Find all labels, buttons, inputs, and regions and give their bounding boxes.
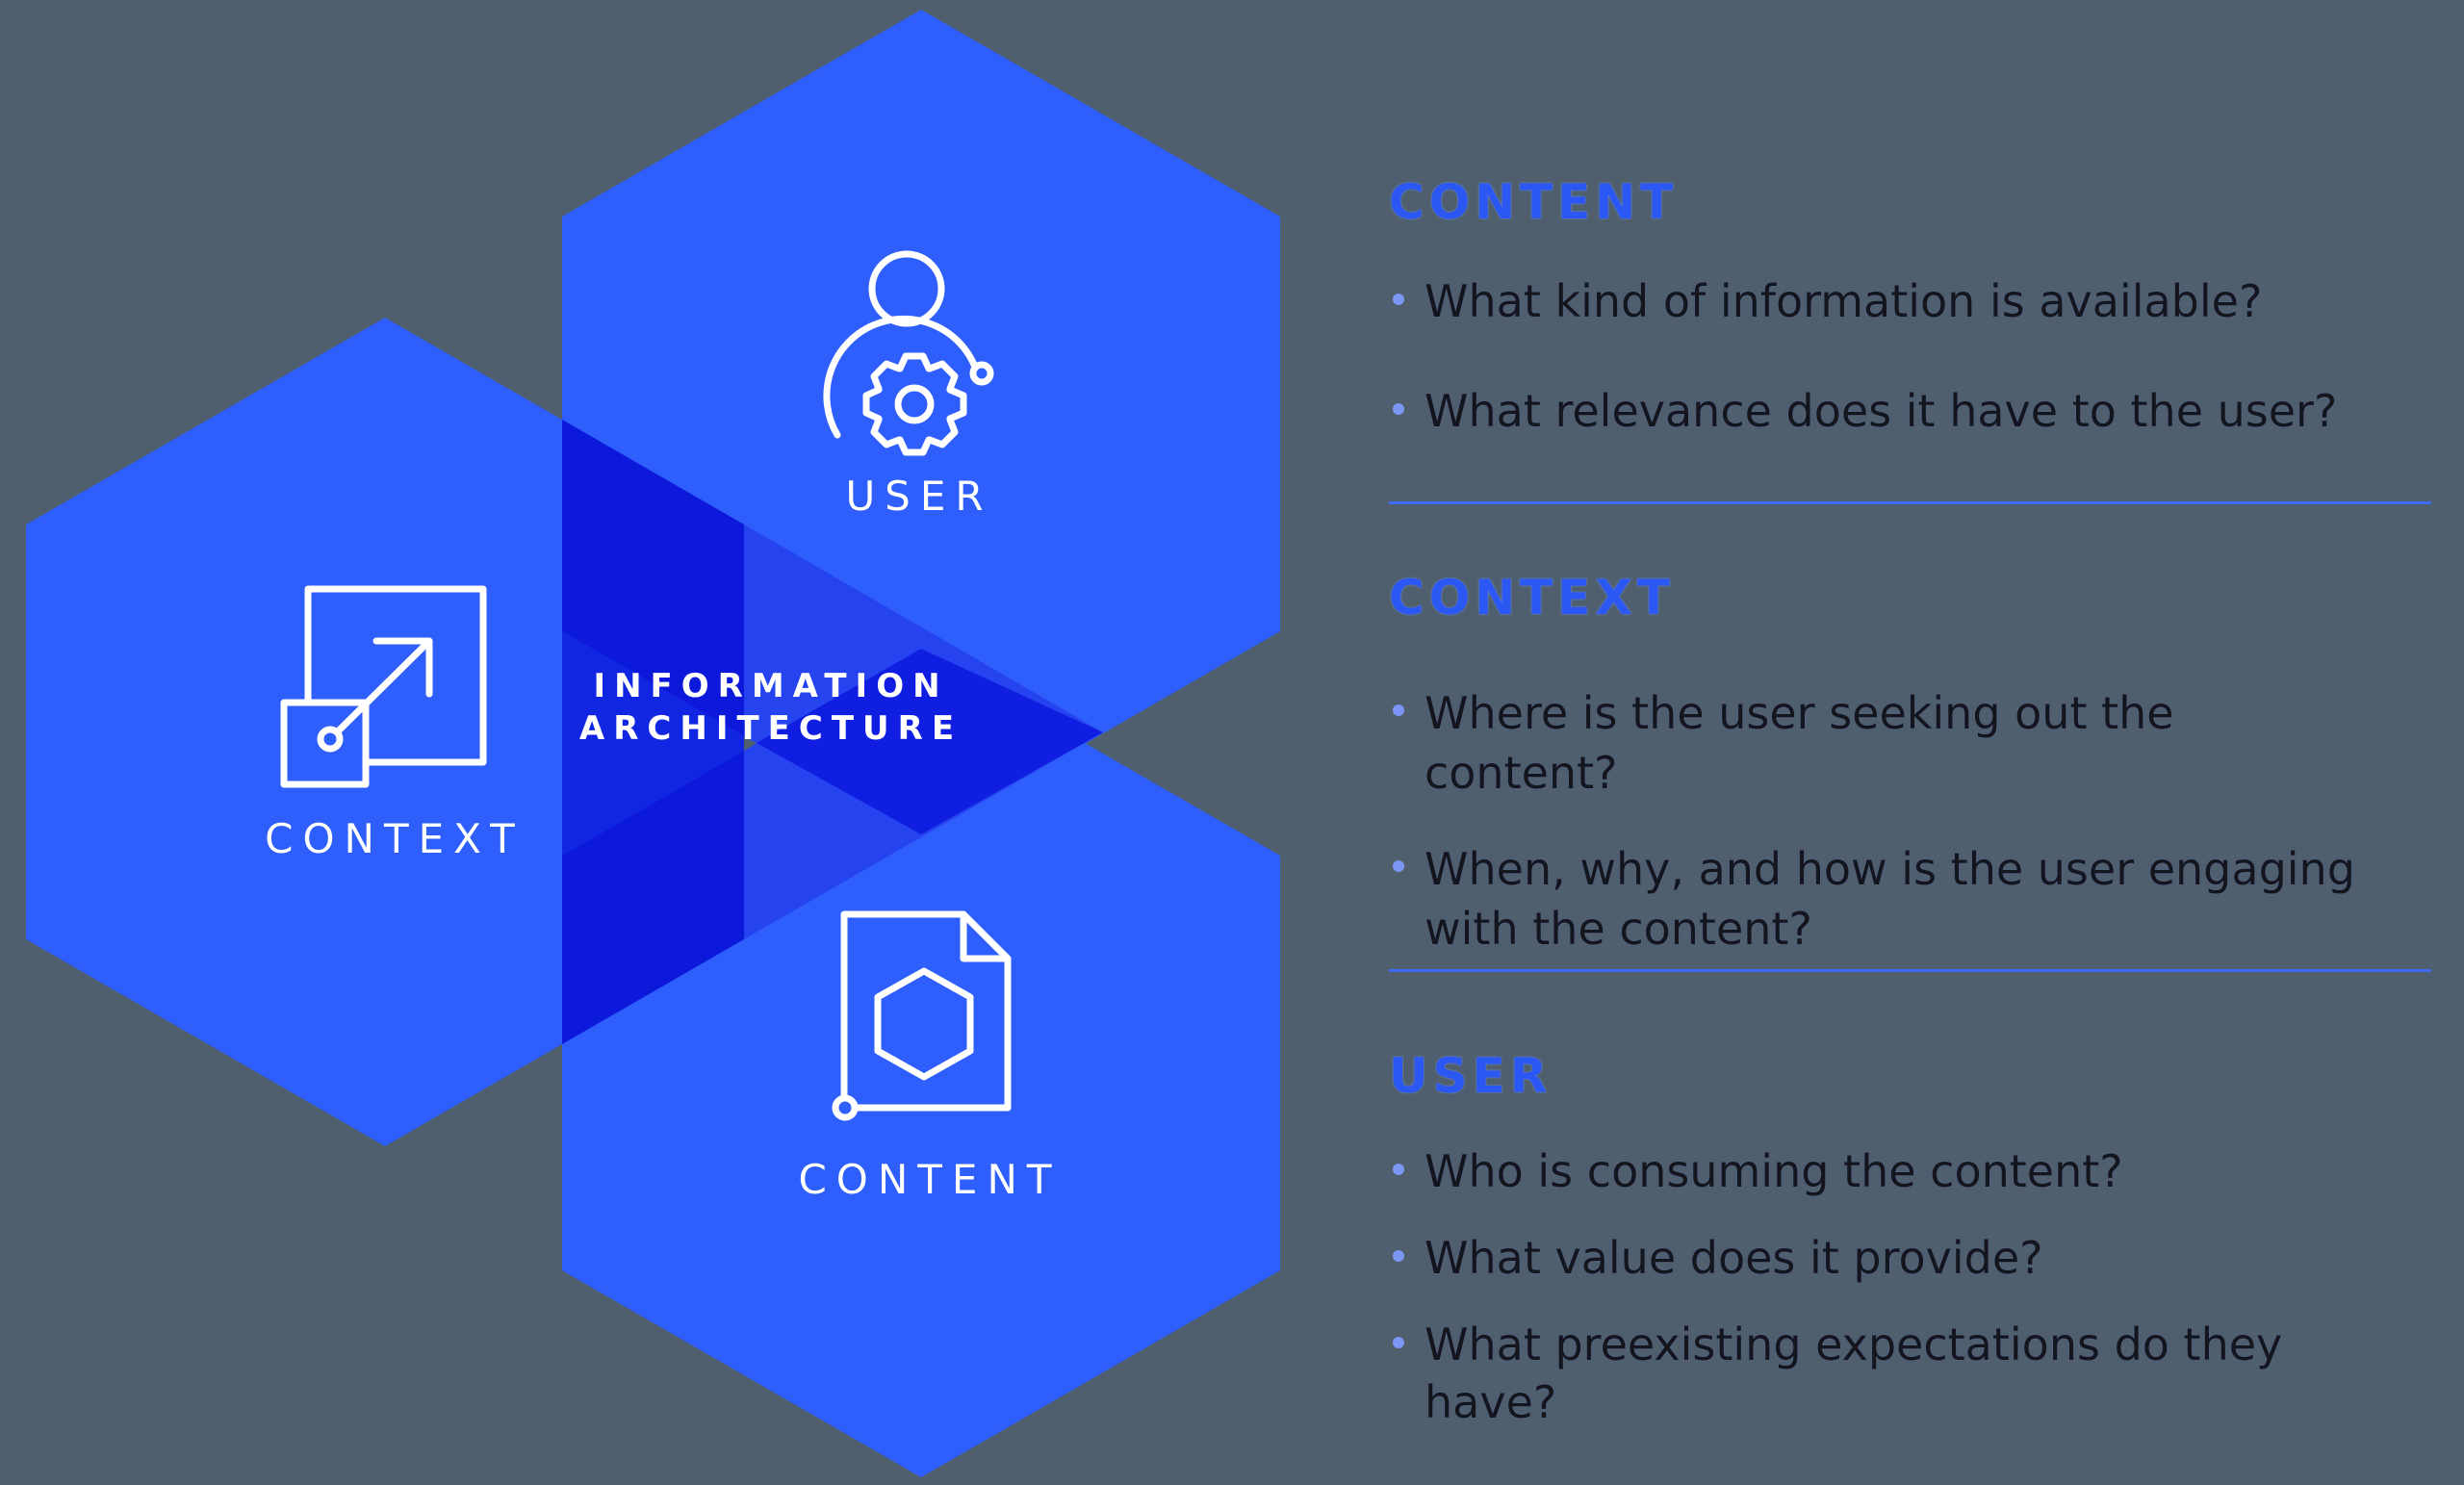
list-item: What kind of information is available? (1389, 272, 2368, 330)
bullet-dot-icon (1393, 1164, 1404, 1175)
bullet-dot-icon (1393, 294, 1404, 305)
list-item: Where is the user seeking out the conten… (1389, 683, 2368, 803)
list-item-text: What kind of information is available? (1424, 275, 2263, 327)
list-item-text: What preexisting expectations do they ha… (1424, 1319, 2283, 1428)
facet-user-context-overlap (562, 420, 744, 736)
hexagon-user-label: USER (845, 473, 992, 520)
facet-context-band (562, 631, 744, 856)
facet-user-triangle (744, 525, 1103, 743)
list-item-text: What value does it provide? (1424, 1232, 2043, 1284)
expand-arrow-icon (280, 585, 487, 788)
section-context-heading: CONTEXT (1389, 570, 1675, 626)
list-item: What preexisting expectations do they ha… (1389, 1316, 2368, 1431)
hexagon-content-label: CONTENT (798, 1156, 1061, 1203)
list-item-text: When, why, and how is the user engaging … (1424, 843, 2355, 955)
facet-context-content-overlap (562, 751, 744, 1044)
document-icon (832, 910, 1012, 1121)
list-item-text: Who is consuming the content? (1424, 1145, 2123, 1197)
list-item: What value does it provide? (1389, 1229, 2368, 1287)
facet-user-content-overlap (757, 649, 1103, 834)
list-item: What relevance does it have to the user? (1389, 382, 2368, 440)
section-context: CONTEXT Where is the user seeking out th… (1389, 570, 2431, 995)
section-user-heading: USER (1389, 1048, 1553, 1104)
user-gear-icon (823, 250, 994, 456)
list-item-text: Where is the user seeking out the conten… (1424, 687, 2174, 799)
center-label-line1: INFORMATION (593, 667, 948, 705)
bullet-dot-icon (1393, 1250, 1404, 1262)
list-item: When, why, and how is the user engaging … (1389, 839, 2368, 959)
hexagon-context-label: CONTEXT (265, 815, 525, 862)
list-item: Who is consuming the content? (1389, 1142, 2368, 1200)
bullet-dot-icon (1393, 403, 1404, 415)
facet-content-triangle (744, 732, 1103, 939)
center-label-line2: ARCHITECTURE (579, 709, 962, 748)
section-divider (1389, 501, 2431, 504)
section-content: CONTENT What kind of information is avai… (1389, 174, 2431, 492)
section-user: USER Who is consuming the content? What … (1389, 1048, 2431, 1460)
list-item-text: What relevance does it have to the user? (1424, 385, 2338, 437)
bullet-dot-icon (1393, 860, 1404, 872)
overlap-pattern (562, 420, 1103, 1044)
bullet-dot-icon (1393, 704, 1404, 716)
section-divider (1389, 969, 2431, 972)
section-content-heading: CONTENT (1389, 174, 1679, 230)
bullet-dot-icon (1393, 1337, 1404, 1348)
